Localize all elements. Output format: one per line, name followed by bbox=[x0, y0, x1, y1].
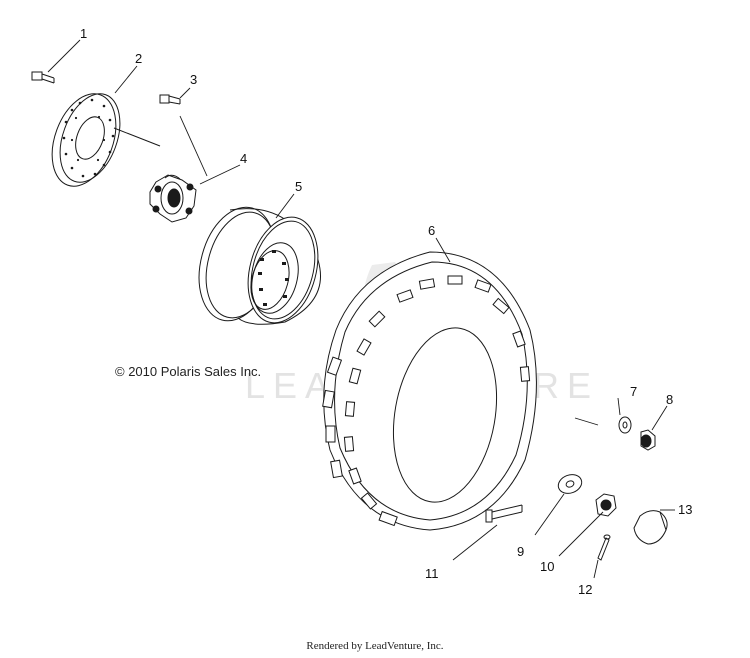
callouts: 1 2 3 4 5 6 7 8 9 10 11 12 13 bbox=[80, 26, 692, 597]
leader-lines bbox=[47, 39, 675, 579]
part-8-nut-icon bbox=[640, 429, 656, 451]
part-6-tire-icon bbox=[322, 251, 537, 531]
callout-5: 5 bbox=[295, 179, 302, 194]
callout-3: 3 bbox=[190, 72, 197, 87]
callout-6: 6 bbox=[428, 223, 435, 238]
callout-4: 4 bbox=[240, 151, 247, 166]
callout-2: 2 bbox=[135, 51, 142, 66]
footer-text: Rendered by LeadVenture, Inc. bbox=[306, 640, 444, 652]
part-5-wheel-rim-icon bbox=[198, 206, 322, 325]
part-12-cotter-pin-icon bbox=[597, 534, 611, 561]
part-10-castle-nut-icon bbox=[595, 493, 617, 517]
part-11-axle-bolt-icon bbox=[485, 504, 523, 523]
callout-8: 8 bbox=[666, 392, 673, 407]
part-2-brake-disc-icon bbox=[51, 93, 161, 187]
part-3-stud-icon bbox=[159, 94, 181, 105]
part-7-washer-icon bbox=[618, 416, 632, 434]
callout-10: 10 bbox=[540, 559, 554, 574]
part-1-bolt-icon bbox=[31, 71, 55, 84]
callout-11: 11 bbox=[425, 566, 439, 581]
callout-9: 9 bbox=[517, 544, 524, 559]
callout-1: 1 bbox=[80, 26, 87, 41]
part-4-hub-icon bbox=[149, 174, 197, 223]
callout-12: 12 bbox=[578, 582, 592, 597]
callout-7: 7 bbox=[630, 384, 637, 399]
part-9-washer-icon bbox=[557, 474, 583, 494]
part-13-hub-cap-icon bbox=[633, 510, 668, 545]
callout-13: 13 bbox=[678, 502, 692, 517]
copyright-text: © 2010 Polaris Sales Inc. bbox=[115, 364, 262, 379]
